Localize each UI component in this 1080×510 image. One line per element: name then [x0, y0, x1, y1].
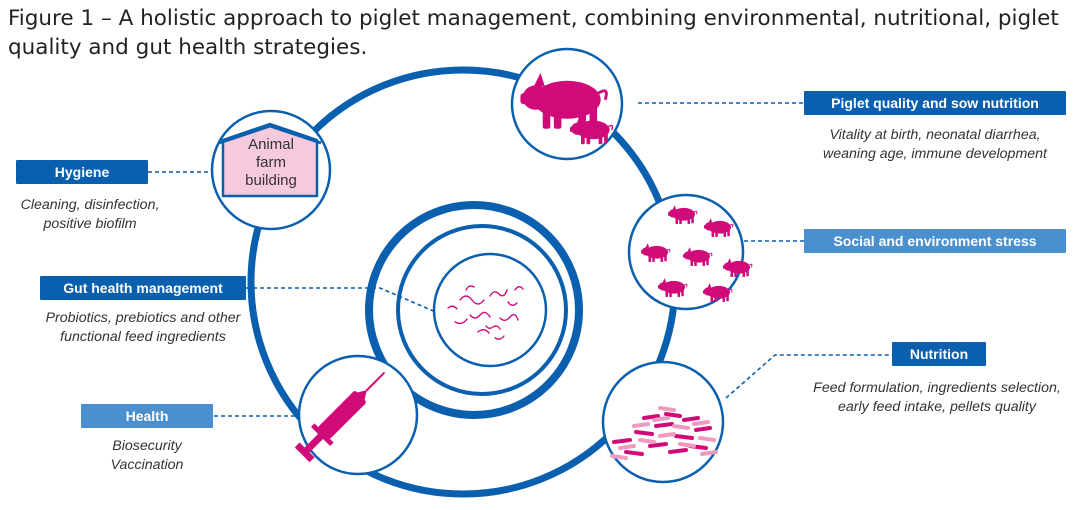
- hygiene-description: Cleaning, disinfection, positive biofilm: [20, 197, 160, 232]
- inner-ring-inner: [396, 224, 568, 396]
- gut-health-description: Probiotics, prebiotics and other functio…: [45, 310, 241, 345]
- connectors: [148, 102, 892, 417]
- figure-title: Figure 1 – A holistic approach to piglet…: [8, 6, 1059, 60]
- nutrition-label: Nutrition: [892, 342, 986, 366]
- nutrition-description: Feed formulation, ingredients selection,…: [813, 380, 1061, 415]
- syringe-icon: [294, 371, 386, 463]
- health-description: Biosecurity Vaccination: [110, 438, 184, 473]
- gut-microbes-icon: [447, 285, 524, 340]
- gut-health-label: Gut health management: [40, 276, 246, 300]
- social-stress-label: Social and environment stress: [804, 229, 1066, 253]
- piglet-quality-description: Vitality at birth, neonatal diarrhea, we…: [823, 127, 1047, 162]
- hygiene-label: Hygiene: [16, 160, 148, 184]
- piglet-quality-label: Piglet quality and sow nutrition: [804, 91, 1066, 115]
- feed-pellets-icon: [610, 406, 718, 460]
- inner-ring: [365, 201, 583, 419]
- farm-building-label: Animal farm building: [245, 136, 297, 189]
- farm-building-icon: [218, 122, 322, 198]
- health-label: Health: [81, 404, 213, 428]
